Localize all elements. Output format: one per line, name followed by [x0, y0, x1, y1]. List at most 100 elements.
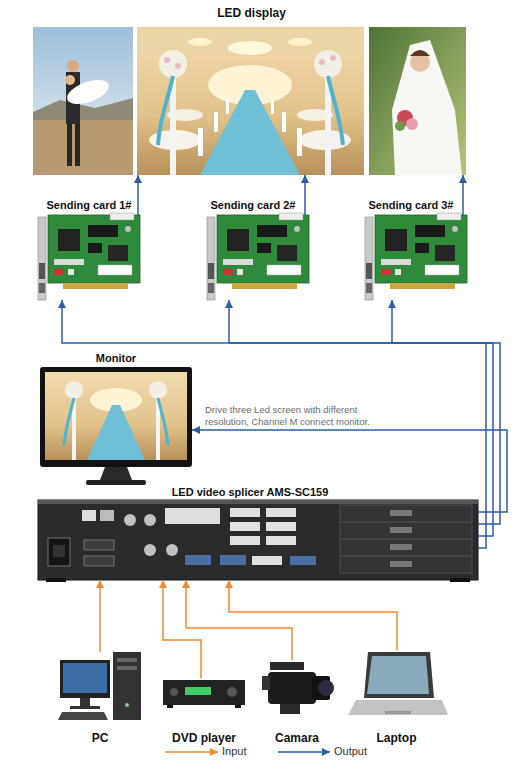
note-text: Drive three Led screen with different re… [205, 404, 383, 428]
legend-text: Input [222, 745, 246, 758]
legend-samples [165, 752, 330, 753]
monitor-image [65, 381, 83, 399]
device-label: Laptop [285, 731, 508, 745]
monitor-image [40, 367, 192, 467]
camera-image [262, 662, 334, 714]
banquet-photo [200, 90, 300, 175]
output-connector [462, 175, 464, 215]
legend-samples [165, 751, 218, 753]
device-label: Camara [202, 731, 392, 745]
splicer-image [390, 510, 412, 516]
banquet-photo [330, 55, 336, 61]
splicer-image [84, 540, 114, 550]
banquet-photo [188, 38, 212, 46]
node-heading: Sending card 1# [0, 198, 200, 212]
splicer-image [450, 578, 470, 582]
banquet-photo [198, 128, 203, 156]
splicer-image [230, 536, 260, 545]
pc-image [117, 666, 137, 670]
banquet-photo [137, 27, 364, 175]
banquet-photo [228, 41, 272, 55]
node-heading: LED video splicer AMS-SC159 [0, 485, 529, 499]
splicer-image [38, 500, 478, 582]
banquet-photo [314, 50, 342, 78]
splicer-image [144, 514, 156, 526]
wedding-photo [64, 75, 112, 109]
monitor-image [86, 480, 146, 485]
node-heading: LED display [0, 6, 528, 20]
splicer-image [165, 508, 220, 524]
wedding-photo [33, 27, 133, 175]
bride-photo [406, 118, 418, 130]
splicer-image [390, 561, 412, 567]
wedding-photo [65, 75, 75, 85]
splicer-image [166, 544, 178, 556]
laptop-image [348, 652, 448, 715]
laptop-image [367, 656, 429, 694]
sending-card-image [365, 213, 467, 300]
monitor-image [45, 372, 187, 460]
wedding-photo [33, 120, 133, 175]
bride-photo [369, 27, 466, 175]
monitor-image [158, 398, 168, 445]
camera-image [280, 704, 300, 714]
sending-card-image [38, 213, 140, 300]
legend-samples [278, 751, 330, 753]
device-label: DVD player [103, 731, 305, 745]
splicer-image [230, 508, 260, 517]
pc: PC [58, 652, 142, 722]
banquet-photo [175, 63, 181, 69]
splicer-image [290, 556, 316, 565]
bride-photo [392, 40, 462, 175]
pc-image [80, 698, 90, 706]
dvd-image [227, 687, 237, 697]
dvd-image [170, 688, 178, 696]
splicer-image [340, 522, 472, 523]
output-connector [62, 300, 486, 548]
banquet-photo [158, 76, 173, 145]
splicer-image [252, 556, 282, 565]
banquet-photo [214, 112, 218, 132]
laptop-image [348, 700, 448, 715]
pc-image [60, 660, 110, 698]
legend-text: Output [334, 745, 367, 758]
splicer-image [46, 578, 66, 582]
laptop-image [364, 652, 434, 698]
splicer-image [53, 545, 65, 557]
banquet-photo [159, 50, 187, 78]
splicer-image [48, 538, 70, 566]
splicer-image [38, 500, 478, 504]
camera-image [268, 672, 316, 704]
splicer-image [124, 514, 136, 526]
monitor: Monitor [40, 367, 192, 485]
bride-photo [395, 121, 405, 131]
dvd-player: DVD player [163, 678, 245, 708]
camera-image [262, 676, 270, 690]
banquet-photo [226, 100, 229, 114]
pc-image [125, 703, 129, 707]
banquet-photo [288, 38, 312, 46]
pc-image [70, 706, 100, 709]
splicer-image [340, 505, 472, 573]
splicer-image [340, 539, 472, 540]
splicer-image [84, 556, 114, 566]
bride-photo [369, 27, 466, 175]
sending-card: Sending card 3# [365, 215, 465, 300]
monitor-image [100, 467, 132, 480]
wedding-photo [33, 27, 133, 175]
video-splicer: LED video splicer AMS-SC159 [38, 500, 478, 580]
output-connector [392, 300, 500, 524]
input-connector [186, 580, 292, 660]
monitor-image [64, 398, 74, 445]
monitor-image [149, 381, 167, 399]
splicer-image [82, 510, 96, 521]
camera-image [270, 662, 304, 670]
wedding-photo [75, 124, 80, 166]
monitor-image [87, 405, 145, 460]
dvd-image [185, 687, 211, 695]
splicer-image [340, 556, 472, 557]
splicer-image [230, 522, 260, 531]
banquet-photo [271, 100, 274, 114]
